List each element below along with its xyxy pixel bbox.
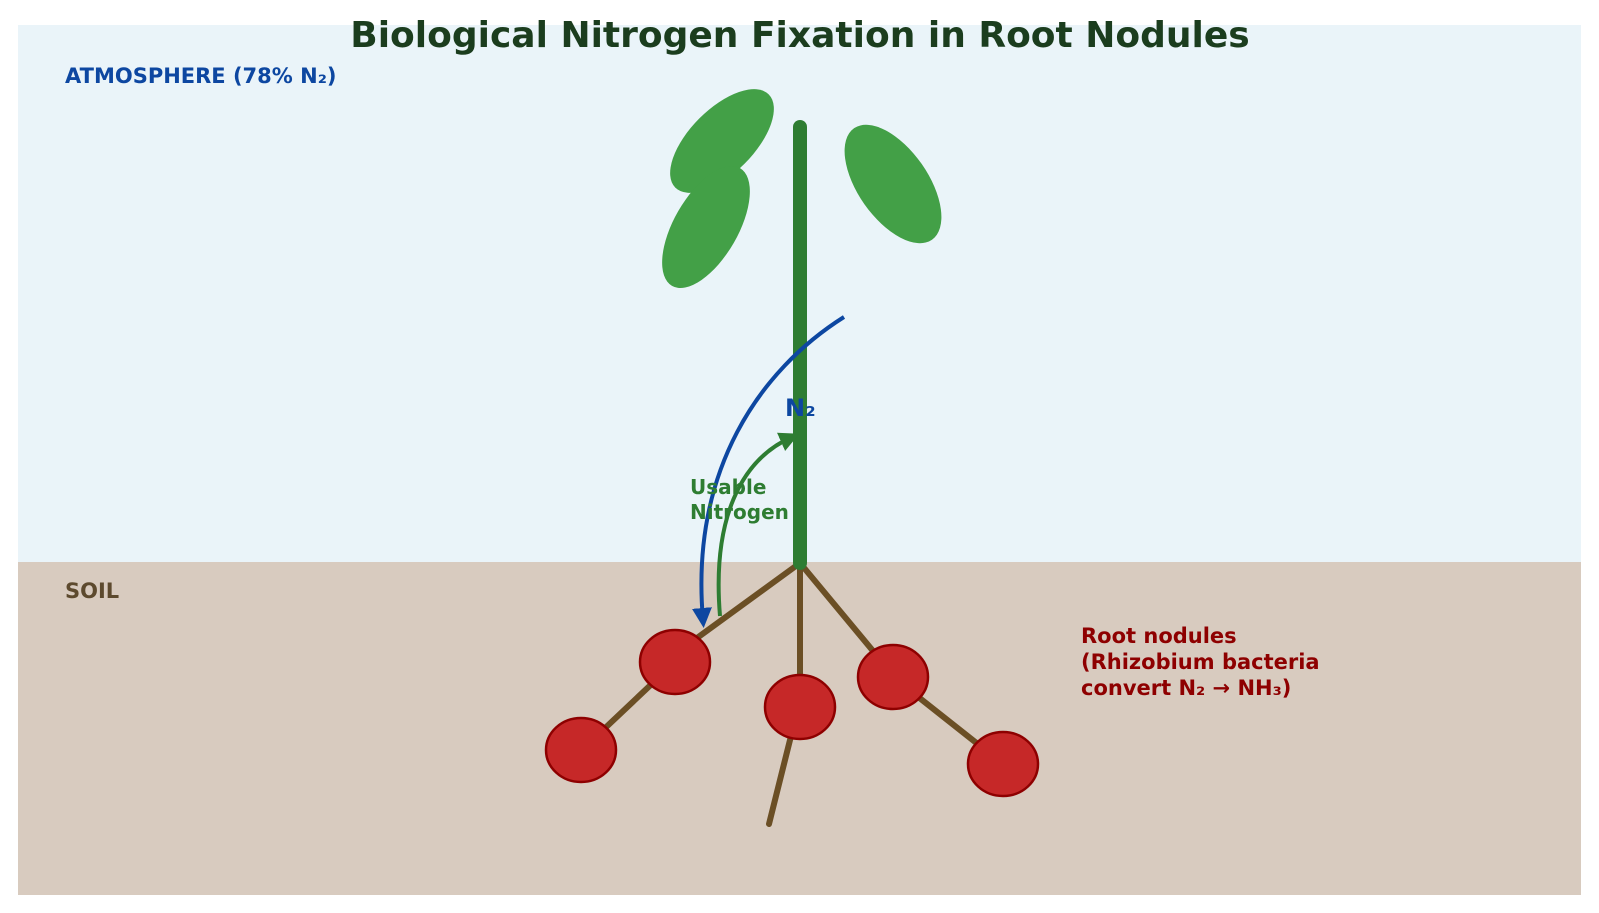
usable-nitrogen-label: Usable Nitrogen [690, 475, 789, 524]
plant-leaves [662, 89, 942, 289]
soil-label: SOIL [65, 579, 119, 603]
root-nodules [544, 628, 1040, 798]
n2-label: N₂ [785, 394, 816, 422]
usable-nitrogen-arrow [716, 432, 800, 617]
nodule [966, 730, 1040, 798]
root-nodules-line-3: convert N₂ → NH₃) [1081, 676, 1291, 700]
root-nodules-line-2: (Rhizobium bacteria [1081, 650, 1320, 674]
nodule [544, 716, 618, 784]
atmosphere-label: ATMOSPHERE (78% N₂) [65, 64, 337, 88]
root-nodules-line-1: Root nodules [1081, 624, 1237, 648]
n2-arrow [692, 315, 846, 628]
root-nodules-label: Root nodules (Rhizobium bacteria convert… [1081, 624, 1327, 700]
usable-nitrogen-line-1: Usable [690, 475, 766, 499]
leaf-right [844, 124, 942, 244]
nodule [638, 628, 712, 696]
leaf-upper-left [670, 89, 774, 193]
diagram-title: Biological Nitrogen Fixation in Root Nod… [350, 15, 1249, 56]
usable-nitrogen-line-2: Nitrogen [690, 500, 789, 524]
leaf-lower-left [662, 165, 750, 289]
nodule [856, 643, 930, 711]
nodule [763, 673, 837, 741]
